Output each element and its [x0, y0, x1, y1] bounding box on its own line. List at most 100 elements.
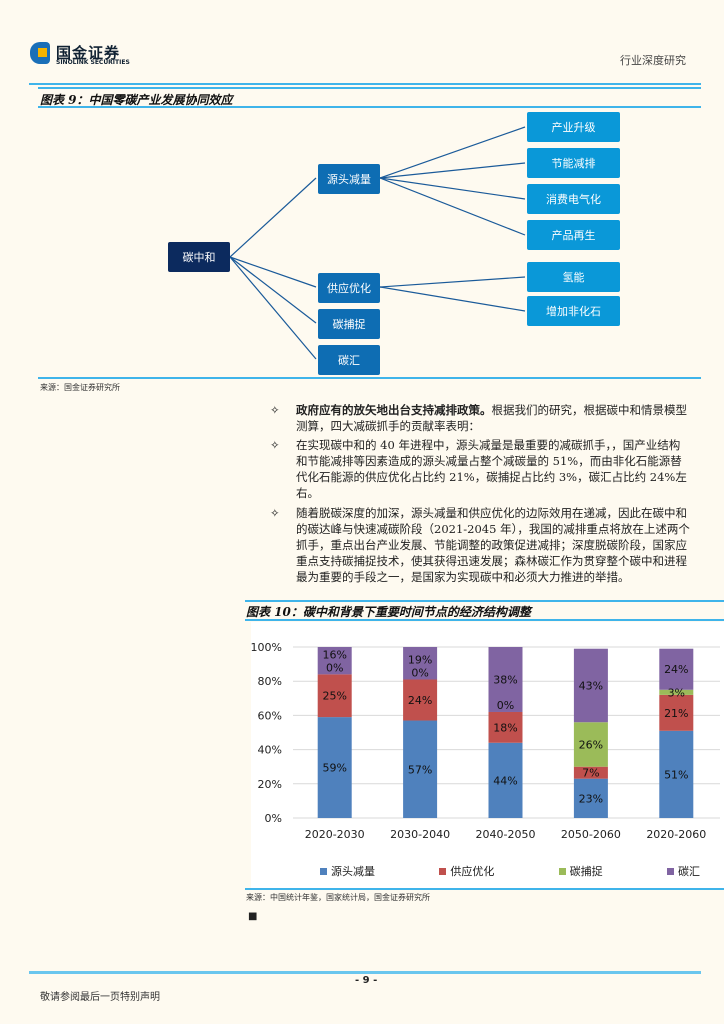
legend-swatch-icon	[320, 867, 327, 875]
data-label: 0%	[411, 666, 428, 679]
data-label: 23%	[579, 792, 603, 805]
page-number: - 9 -	[355, 975, 378, 986]
bar-segment	[659, 730, 694, 818]
logo-text-cn: 国金证券	[56, 44, 121, 62]
y-tick-label: 20%	[258, 778, 282, 791]
figure10-source: 来源：中国统计年鉴，国家统计局，国金证券研究所	[246, 893, 430, 902]
figure9-title: 图表 9：中国零碳产业发展协同效应	[40, 93, 233, 107]
bar-segment	[573, 766, 608, 779]
data-label: 51%	[664, 768, 688, 781]
data-label: 44%	[493, 774, 517, 787]
diamond-bullet-icon: ✧	[270, 438, 280, 452]
node-energy-saving: 节能减排	[527, 148, 620, 178]
bar-segment	[659, 694, 694, 731]
data-label: 16%	[322, 648, 346, 661]
connector-line	[379, 286, 526, 312]
report-section-label: 行业深度研究	[620, 54, 686, 67]
data-label: 18%	[493, 721, 517, 734]
bullet-deep-decarbonization: ✧ 随着脱碳深度的加深，源头减量和供应优化的边际效用在递减，因此在碳中和的碳达峰…	[270, 505, 690, 585]
diamond-bullet-icon: ✧	[270, 403, 280, 417]
diamond-bullet-icon: ✧	[270, 506, 280, 520]
data-label: 19%	[408, 653, 432, 666]
bar-segment	[488, 711, 523, 743]
bullet-contribution: ✧ 在实现碳中和的 40 年进程中，源头减量是最重要的减碳抓手，，国产业结构和节…	[270, 437, 690, 501]
bar-segment	[317, 674, 352, 718]
node-source-reduction: 源头减量	[318, 164, 380, 194]
legend-swatch-icon	[666, 867, 674, 875]
bar-segment	[403, 679, 438, 721]
data-label: 0%	[497, 699, 514, 712]
y-tick-label: 40%	[258, 744, 282, 757]
bullet-text: 随着脱碳深度的加深，源头减量和供应优化的边际效用在递减，因此在碳中和的碳达峰与快…	[296, 506, 690, 584]
y-tick-label: 80%	[258, 675, 282, 688]
end-mark: ■	[248, 911, 258, 922]
connector-line	[379, 177, 526, 236]
node-non-fossil: 增加非化石	[527, 296, 620, 326]
bar-segment	[488, 647, 523, 712]
data-label: 7%	[582, 767, 599, 780]
header-divider	[29, 83, 701, 85]
figure9-top-rule	[38, 87, 701, 89]
connector-line	[379, 162, 526, 179]
bar-segment	[659, 648, 694, 690]
data-label: 24%	[408, 694, 432, 707]
connector-line	[229, 256, 317, 288]
footer-divider	[29, 971, 701, 974]
legend-item: 碳捕捉	[558, 863, 603, 879]
node-carbon-neutral: 碳中和	[168, 242, 230, 272]
bar-segment	[403, 647, 438, 680]
connector-line	[379, 126, 526, 179]
legend-label: 源头减量	[331, 865, 375, 878]
data-label: 25%	[322, 690, 346, 703]
footer-disclaimer: 敬请参阅最后一页特别声明	[40, 992, 160, 1003]
figure10-title-rule	[245, 619, 724, 621]
bar-segment	[573, 648, 608, 723]
bar-segment	[659, 689, 694, 695]
node-product-recycling: 产品再生	[527, 220, 620, 250]
legend-item: 碳汇	[666, 863, 700, 879]
legend-label: 供应优化	[450, 865, 495, 878]
node-hydrogen: 氢能	[527, 262, 620, 292]
bullet-text: 在实现碳中和的 40 年进程中，源头减量是最重要的减碳抓手，，国产业结构和节能减…	[296, 438, 687, 500]
node-supply-optimization: 供应优化	[318, 273, 380, 303]
legend-label: 碳捕捉	[569, 865, 603, 878]
data-label: 21%	[664, 707, 688, 720]
diagram-connectors	[229, 126, 526, 360]
figure10-bottom-rule	[245, 888, 724, 890]
legend-item: 源头减量	[320, 863, 375, 879]
figure10-top-rule	[245, 600, 724, 602]
data-label: 24%	[664, 663, 688, 676]
x-tick-label: 2030-2040	[390, 828, 450, 841]
connector-line	[379, 276, 526, 288]
x-tick-label: 2050-2060	[561, 828, 621, 841]
node-industry-upgrade: 产业升级	[527, 112, 620, 142]
bullet-policy: ✧ 政府应有的放矢地出台支持减排政策。根据我们的研究，根据碳中和情景模型测算，四…	[270, 402, 690, 434]
node-electrification: 消费电气化	[527, 184, 620, 214]
legend-swatch-icon	[439, 867, 447, 875]
bar-segment	[488, 742, 523, 818]
bar-segment	[403, 720, 438, 818]
connector-line	[229, 177, 317, 258]
data-label: 43%	[579, 679, 603, 692]
logo-text-en: SINOLINK SECURITIES	[56, 59, 130, 66]
sinolink-logo-icon	[30, 42, 50, 64]
bar-segment	[317, 647, 352, 675]
connector-line	[229, 256, 317, 360]
legend-swatch-icon	[558, 867, 566, 875]
y-tick-label: 0%	[265, 812, 282, 825]
x-tick-label: 2020-2030	[305, 828, 365, 841]
connector-line	[229, 256, 317, 324]
chart-legend: 源头减量 供应优化 碳捕捉 碳汇	[320, 863, 700, 879]
node-carbon-capture: 碳捕捉	[318, 309, 380, 339]
x-tick-label: 2020-2060	[646, 828, 706, 841]
figure9-source: 来源：国金证券研究所	[40, 383, 120, 392]
data-label: 59%	[322, 762, 346, 775]
bar-segment	[317, 717, 352, 818]
data-label: 0%	[326, 661, 343, 674]
figure9-bottom-rule	[38, 377, 701, 379]
bullet-text: 根据我们的研究，根据碳中和情景模型测算，四大减碳抓手的贡献率表明：	[296, 403, 687, 433]
legend-item: 供应优化	[439, 863, 494, 879]
legend-label: 碳汇	[677, 865, 700, 878]
figure10-title: 图表 10：碳中和背景下重要时间节点的经济结构调整	[246, 605, 531, 619]
